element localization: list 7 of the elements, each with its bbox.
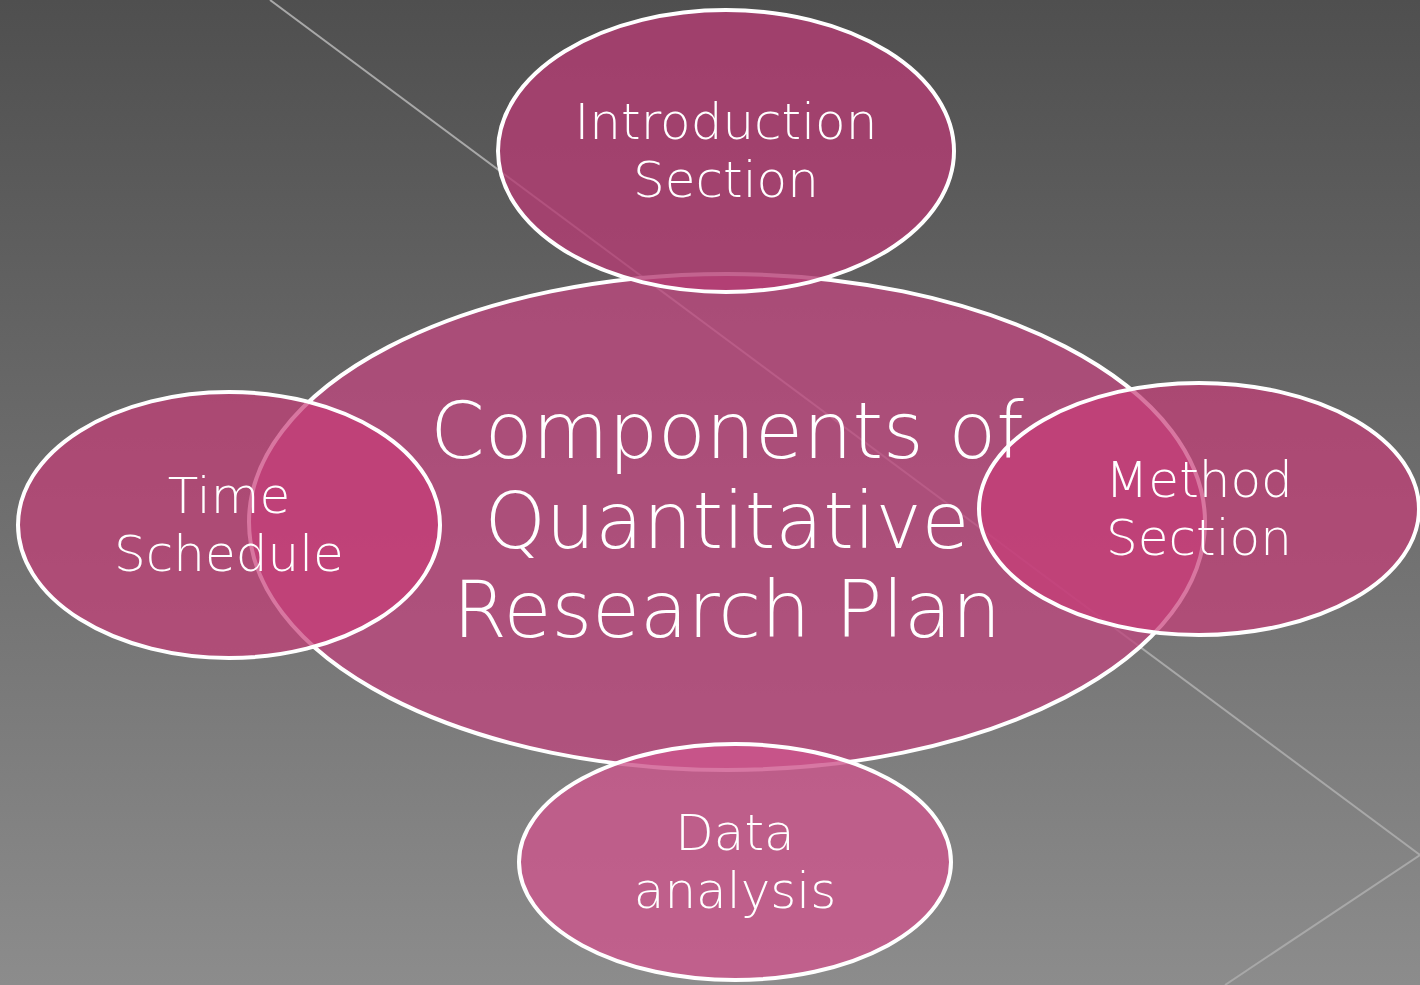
node-label: Method Section	[1104, 451, 1294, 567]
ellipse-shape	[517, 742, 953, 982]
node-label: Data analysis	[632, 804, 838, 920]
node-label: Introduction Section	[573, 93, 879, 209]
ellipse-shape	[496, 8, 956, 294]
node-label: Time Schedule	[113, 467, 345, 583]
node-label: Components of Quantitative Research Plan	[429, 387, 1025, 657]
